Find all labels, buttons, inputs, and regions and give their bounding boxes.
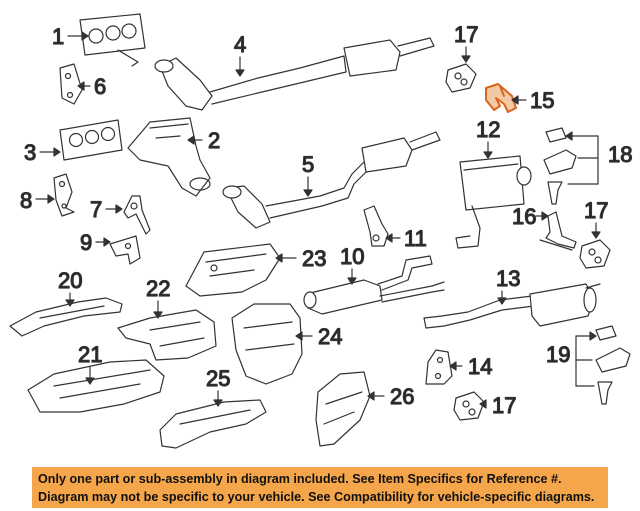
callout-label-26: 26 [390, 384, 414, 409]
part-25-heat-shield [159, 399, 267, 449]
callout-label-8: 8 [20, 188, 32, 213]
callout-26: 26 [367, 383, 415, 410]
callout-1: 1 [51, 23, 89, 50]
part-17-rubber-hanger-top [445, 63, 477, 93]
part-23-heat-shield [185, 243, 281, 297]
part-1-manifold-gasket [79, 13, 146, 67]
callout-9: 9 [79, 229, 111, 256]
callout-label-17-mid: 17 [584, 198, 608, 223]
part-16-hanger-rod [539, 211, 577, 251]
callout-22: 22 [145, 275, 171, 319]
callout-label-25: 25 [206, 366, 230, 391]
part-2-exhaust-manifold [127, 117, 211, 197]
callout-16: 16 [511, 203, 549, 230]
callout-label-14: 14 [468, 354, 492, 379]
part-12-muffler [455, 155, 532, 249]
callout-13: 13 [495, 265, 521, 305]
disclaimer-line-2: Diagram may not be specific to your vehi… [38, 490, 595, 504]
callout-label-5: 5 [302, 152, 314, 177]
callout-label-22: 22 [146, 276, 170, 301]
callout-label-17-top: 17 [454, 22, 478, 47]
callout-2: 2 [187, 127, 221, 154]
callout-20: 20 [57, 267, 83, 307]
callout-label-24: 24 [318, 324, 342, 349]
part-3-gasket [59, 119, 123, 161]
callout-label-11: 11 [404, 226, 427, 251]
callout-24: 24 [295, 323, 343, 350]
part-6-bracket [59, 63, 83, 105]
callout-23: 23 [275, 245, 327, 272]
callout-10: 10 [339, 243, 365, 285]
callout-label-12: 12 [476, 117, 500, 142]
part-5-front-pipe [222, 131, 441, 229]
callout-7: 7 [89, 196, 123, 223]
part-10-intermediate-pipe [303, 255, 445, 315]
callout-6: 6 [77, 73, 107, 100]
callout-label-3: 3 [24, 140, 36, 165]
part-26-heat-shield [315, 371, 371, 447]
callout-17-bottom: 17 [479, 392, 517, 419]
callout-18: 18 [565, 131, 633, 185]
callout-label-20: 20 [58, 268, 82, 293]
callout-5: 5 [301, 151, 315, 197]
callout-label-13: 13 [496, 266, 520, 291]
callout-label-21: 21 [78, 342, 102, 367]
callout-label-17-bottom: 17 [492, 393, 516, 418]
callout-label-15: 15 [530, 88, 554, 113]
callout-14: 14 [449, 353, 493, 380]
callout-label-23: 23 [302, 246, 326, 271]
disclaimer-banner: Only one part or sub-assembly in diagram… [32, 467, 608, 508]
callout-label-19: 19 [546, 342, 570, 367]
callout-label-1: 1 [52, 24, 64, 49]
part-8-bracket [53, 173, 75, 217]
disclaimer-line-1: Only one part or sub-assembly in diagram… [38, 472, 562, 486]
callout-label-16: 16 [512, 204, 536, 229]
callout-label-7: 7 [90, 197, 102, 222]
part-24-heat-shield [231, 303, 303, 385]
part-13-rear-pipe-muffler [423, 283, 601, 329]
callout-8: 8 [19, 187, 55, 214]
callout-11: 11 [385, 225, 427, 252]
part-21-heat-shield [27, 359, 165, 413]
callout-label-10: 10 [340, 244, 364, 269]
part-19-clamp-set [595, 325, 631, 405]
callout-19: 19 [545, 331, 597, 387]
part-4-front-pipe [154, 37, 435, 111]
part-7-hanger [123, 195, 151, 235]
callout-label-4: 4 [234, 32, 246, 57]
part-17-rubber-hanger-bottom [453, 391, 485, 421]
callout-17-top: 17 [453, 21, 479, 63]
callout-17-mid: 17 [583, 197, 609, 239]
callout-25: 25 [205, 365, 231, 407]
callout-4: 4 [233, 31, 247, 77]
part-18-clamp-set [543, 127, 577, 205]
callout-label-18: 18 [608, 142, 632, 167]
part-14-bracket [425, 349, 453, 385]
part-17-rubber-hanger-mid [579, 239, 611, 269]
part-20-heat-shield [9, 297, 123, 337]
callout-label-9: 9 [80, 230, 92, 255]
callout-12: 12 [475, 116, 501, 159]
part-15-bracket-highlighted [485, 83, 517, 113]
callout-3: 3 [23, 139, 61, 166]
part-11-hanger [363, 205, 389, 247]
part-9-hanger [109, 235, 141, 265]
callout-label-2: 2 [208, 128, 220, 153]
part-22-heat-shield [117, 309, 217, 361]
callout-21: 21 [77, 341, 103, 385]
callout-15: 15 [511, 87, 555, 114]
callout-label-6: 6 [94, 74, 106, 99]
exhaust-parts-diagram: 1 6 3 2 8 7 [9, 13, 633, 449]
